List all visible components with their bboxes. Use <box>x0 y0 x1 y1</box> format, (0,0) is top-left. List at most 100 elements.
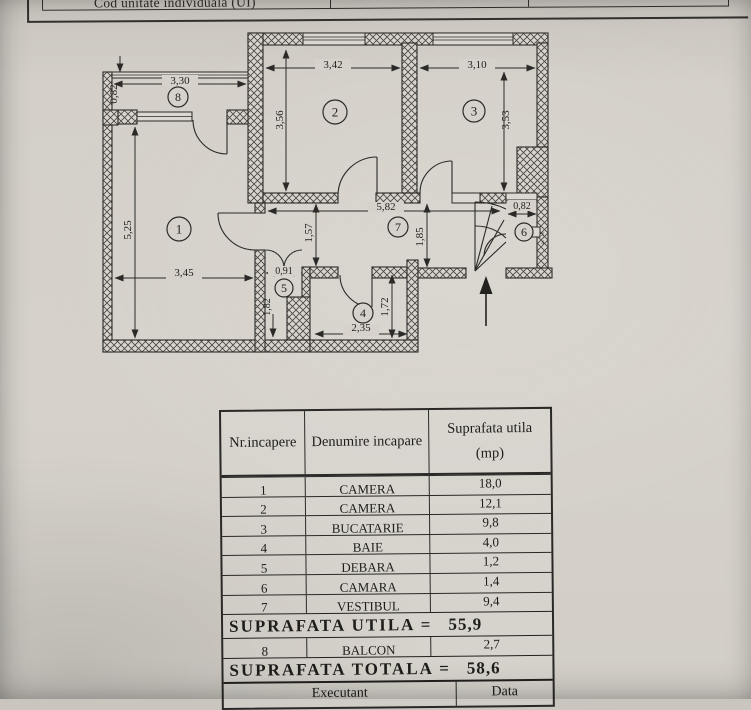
data-cell: Data <box>491 684 519 700</box>
room-name: BAIE <box>306 534 431 555</box>
room-area: 1,2 <box>482 553 500 569</box>
cod-unitate-label: Cod unitate individuala (UI) <box>93 0 256 11</box>
svg-text:6: 6 <box>521 225 527 239</box>
window-room3 <box>432 32 514 46</box>
svg-text:7: 7 <box>395 220 401 234</box>
form-header-strip: Cod unitate individuala (UI) <box>0 0 751 34</box>
room6-top-partition <box>505 192 538 201</box>
wall-room2-left <box>247 32 264 204</box>
dimension-labels: 3,30 0,82 3,42 3,56 3,10 3,53 5,25 3,45 … <box>108 59 531 334</box>
subtotal-value: 55,9 <box>448 614 483 634</box>
room-label-5: 5 <box>274 278 294 298</box>
window-room2 <box>302 32 366 46</box>
table-row: 3 BUCATARIE 9,8 <box>222 513 552 536</box>
window-balcony <box>136 111 193 122</box>
room-label-1: 1 <box>166 216 192 242</box>
room-name: CAMERA <box>305 495 431 516</box>
door-room6 <box>483 233 507 257</box>
dim-room3-depth: 3,53 <box>500 110 512 130</box>
svg-text:3: 3 <box>471 104 478 119</box>
door-room4 <box>339 274 373 308</box>
room-area: 4,0 <box>482 534 499 550</box>
wall-bottom-mid <box>309 339 419 353</box>
total-label: SUPRAFATA TOTALA = <box>229 658 451 680</box>
room-nr: 8 <box>223 638 308 659</box>
table-row: 6 CAMARA 1,4 <box>222 571 552 595</box>
wall-room6-bottom <box>505 267 553 279</box>
dim-room4-width: 2,35 <box>351 322 371 334</box>
dim-room1-depth: 5,25 <box>122 220 134 240</box>
header-nr: Nr.incapere <box>221 411 306 475</box>
room-nr: 3 <box>222 516 307 536</box>
room-labels: 1 2 3 4 5 6 7 8 <box>166 86 534 324</box>
table-row: 5 DEBARA 1,2 <box>222 552 552 575</box>
dim-label-backgrounds <box>162 59 536 336</box>
dim-hall-depth2: 1,85 <box>414 227 426 247</box>
room-area: 9,8 <box>482 514 499 530</box>
executant-cell: Executant <box>223 681 457 709</box>
table-header-row: Nr.incapere Denumire incapare Suprafata … <box>221 408 551 477</box>
total-row: SUPRAFATA TOTALA = 58,6 <box>223 654 553 683</box>
wall-room2-room3 <box>401 42 418 194</box>
svg-text:5: 5 <box>281 281 287 295</box>
room-nr: 1 <box>221 477 306 497</box>
room-area: 1,4 <box>482 573 500 589</box>
wall-hall-top <box>479 192 507 204</box>
door-room2 <box>337 156 378 195</box>
entrance-arrow <box>479 276 493 326</box>
table-row: 2 CAMERA 12,1 <box>221 493 552 517</box>
table-row: 7 VESTIBUL 9,4 <box>222 591 552 615</box>
header-suprafata-line2: (mp) <box>475 444 505 462</box>
room-name: VESTIBUL <box>306 593 431 614</box>
room-label-8: 8 <box>167 86 189 108</box>
door-room3 <box>419 160 453 194</box>
svg-text:2: 2 <box>332 105 339 120</box>
wall-plain-band <box>451 192 481 204</box>
room-area: 18,0 <box>478 475 502 491</box>
signature-row: Executant Data <box>223 678 553 709</box>
wall-room1-right <box>254 249 266 353</box>
wall-balcony-jamb <box>226 109 249 125</box>
svg-text:x: x <box>541 238 545 246</box>
room-nr: 4 <box>222 535 307 556</box>
wall-bottom-left <box>102 339 311 353</box>
rooms-table: Nr.incapere Denumire incapare Suprafata … <box>219 406 555 710</box>
door-room5-double <box>265 249 303 269</box>
header-suprafata: Suprafata utila (mp) <box>429 409 551 473</box>
header-suprafata-line1: Suprafata utila <box>447 419 533 437</box>
dim-room1-width: 3,45 <box>174 267 194 279</box>
room-label-7: 7 <box>387 216 409 238</box>
room-label-2: 2 <box>322 99 348 125</box>
room-name: DEBARA <box>306 554 431 575</box>
room-name: CAMERA <box>305 475 430 496</box>
room-area: 9,4 <box>483 592 500 609</box>
room-area: 12,1 <box>478 494 502 511</box>
dim-room4-depth: 1,72 <box>379 297 391 316</box>
door-balcony <box>192 119 228 155</box>
table-row: 4 BAIE 4,0 <box>222 532 552 556</box>
svg-text:1: 1 <box>176 222 183 237</box>
wall-room1-right <box>254 202 266 214</box>
dim-room5-depth: 1,82 <box>262 298 273 316</box>
room-name: BALCON <box>307 637 432 658</box>
room-name: BUCATARIE <box>306 515 431 535</box>
wall-corner-block <box>102 109 119 126</box>
svg-text:8: 8 <box>175 90 181 104</box>
door-entrance-fan <box>474 201 507 272</box>
frame-left-border <box>26 0 29 22</box>
room-nr: 7 <box>222 594 307 615</box>
wall-room5-right <box>301 266 311 298</box>
dim-room2-depth: 3,56 <box>274 110 286 130</box>
wall-room4-top <box>309 266 339 279</box>
total-value: 58,6 <box>466 657 501 678</box>
wall-room4-right <box>406 259 419 341</box>
dim-hall-width: 5,82 <box>376 201 395 213</box>
dim-balcony-depth: 0,82 <box>108 84 120 103</box>
wall-room4-top <box>371 266 408 279</box>
header-denumire: Denumire incapare <box>305 409 430 475</box>
dim-room5-width: 0,91 <box>275 266 293 277</box>
wall-entry-bottom <box>417 267 467 279</box>
wall-hall-top <box>262 192 339 204</box>
wall-room5-block <box>286 296 311 341</box>
